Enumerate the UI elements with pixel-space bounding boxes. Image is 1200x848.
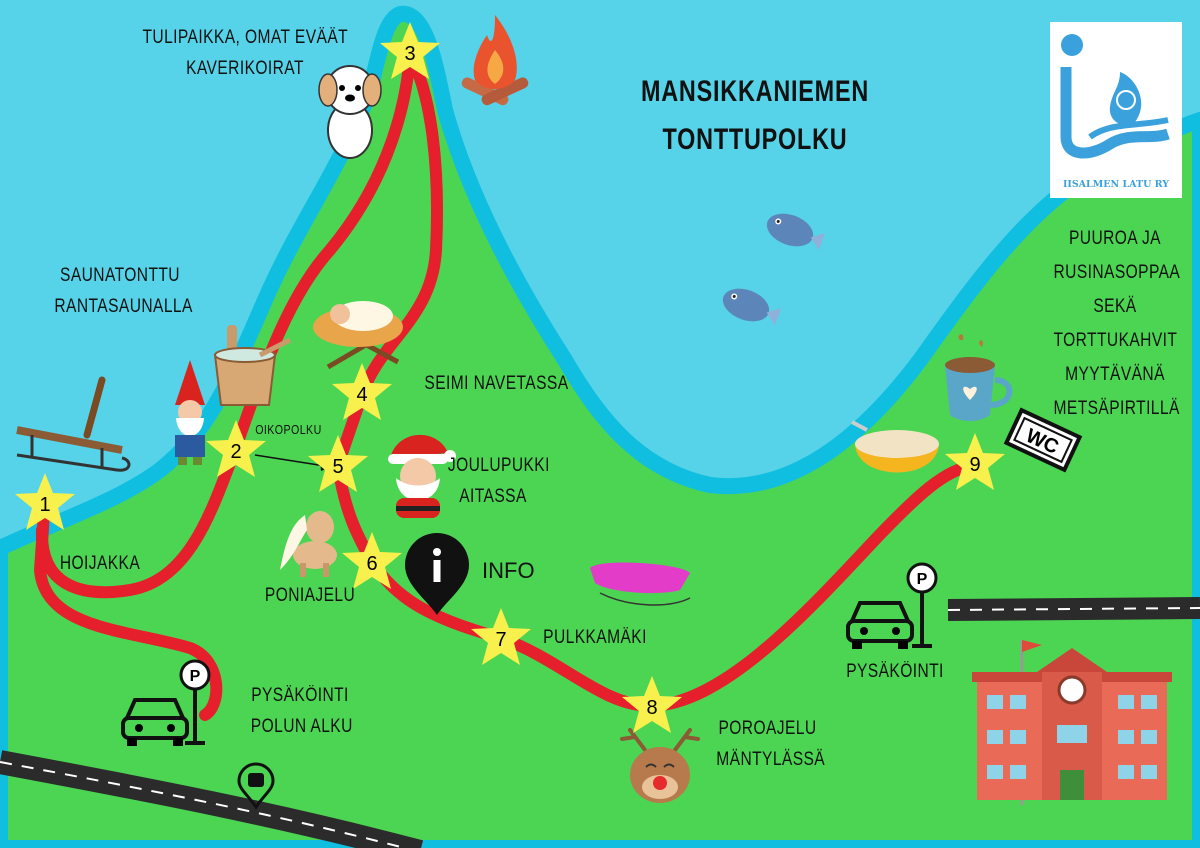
sauna-bucket-icon: [213, 325, 292, 406]
label-line: PYSÄKÖINTI: [251, 685, 349, 706]
label-line: KAVERIKOIRAT: [186, 58, 304, 79]
label-poniajelu: PONIAJELU: [264, 585, 356, 606]
label-metsapirtti: PUUROA JA RUSINASOPPAA SEKÄ TORTTUKAHVIT…: [1053, 222, 1181, 426]
parking-sign-icon: [906, 562, 938, 648]
label-saunatonttu: SAUNATONTTU RANTASAUNALLA: [54, 260, 193, 322]
stop-number: 7: [495, 629, 506, 651]
manger-icon: [313, 301, 403, 370]
label-seimi: SEIMI NAVETASSA: [424, 373, 569, 394]
label-hoijakka: HOIJAKKA: [59, 553, 141, 574]
label-line: TORTTUKAHVIT: [1053, 330, 1178, 351]
label-line: MÄNTYLÄSSÄ: [716, 749, 826, 770]
label-line: POLUN ALKU: [250, 716, 353, 737]
sledge-pulkka-icon: [590, 562, 691, 606]
label-info: INFO: [482, 558, 535, 583]
stop-star-7[interactable]: 7: [471, 608, 531, 665]
dog-icon: [318, 65, 382, 159]
stop-number: 6: [366, 553, 377, 575]
label-line: RUSINASOPPAA: [1053, 262, 1181, 283]
stop-star-2[interactable]: 2: [206, 420, 266, 477]
label-tulipaikka: TULIPAIKKA, OMAT EVÄÄT KAVERIKOIRAT: [143, 22, 348, 84]
label-poroajelu: POROAJELU MÄNTYLÄSSÄ: [716, 713, 826, 775]
stop-number: 8: [646, 697, 657, 719]
road-bottom-left: [0, 750, 424, 848]
stop-star-5[interactable]: 5: [308, 435, 368, 492]
map-title: MANSIKKANIEMEN TONTTUPOLKU: [634, 68, 876, 164]
label-line: MYYTÄVÄNÄ: [1065, 364, 1165, 385]
label-line: METSÄPIRTILLÄ: [1053, 398, 1180, 419]
title-line-2: TONTTUPOLKU: [662, 123, 848, 156]
road-right: [947, 597, 1200, 621]
stop-star-8[interactable]: 8: [622, 676, 682, 733]
iisalmen-latu-logo: IISALMEN LATU RY: [1050, 22, 1182, 198]
label-line: TULIPAIKKA, OMAT EVÄÄT: [142, 27, 349, 48]
label-line: POROAJELU: [718, 718, 817, 739]
stop-star-3[interactable]: 3: [380, 22, 440, 79]
label-line: SEKÄ: [1093, 296, 1137, 317]
pony-icon: [280, 511, 337, 577]
stop-star-4[interactable]: 4: [332, 363, 392, 420]
stop-number: 1: [39, 494, 50, 516]
stop-star-6[interactable]: 6: [342, 532, 402, 589]
stop-star-9[interactable]: 9: [945, 433, 1005, 490]
parking-sign-letter: P: [190, 668, 201, 685]
car-icon: [846, 601, 914, 649]
label-line: RANTASAUNALLA: [54, 296, 193, 317]
label-line: PUUROA JA: [1068, 228, 1161, 249]
stop-number: 9: [969, 454, 980, 476]
label-parking-start: PYSÄKÖINTI POLUN ALKU: [250, 680, 353, 742]
stop-number: 5: [332, 456, 343, 478]
gnome-icon: [175, 360, 205, 465]
label-line: AITASSA: [459, 486, 527, 507]
coffee-cup-icon: [945, 334, 1013, 421]
car-icon: [121, 698, 189, 746]
logo-text: IISALMEN LATU RY: [1062, 179, 1170, 190]
label-pulkkamaki: PULKKAMÄKI: [543, 627, 647, 648]
campfire-icon: [461, 15, 529, 106]
logo-emblem-icon: [1060, 34, 1170, 159]
title-line-1: MANSIKKANIEMEN: [640, 75, 870, 108]
santa-icon: [388, 434, 456, 518]
label-parking-right: PYSÄKÖINTI: [846, 661, 944, 682]
label-oikopolku: OIKOPOLKU: [255, 422, 322, 437]
label-joulupukki: JOULUPUKKI AITASSA: [447, 450, 550, 512]
stop-number: 4: [356, 384, 367, 406]
sled-icon: [16, 376, 131, 472]
info-pin-icon[interactable]: [405, 533, 469, 615]
school-building-icon: [972, 640, 1172, 805]
wc-sign-icon: [1003, 407, 1083, 473]
fish-icon: [766, 213, 826, 251]
bus-stop-icon: [237, 762, 275, 810]
parking-sign-icon: [179, 659, 211, 745]
reindeer-icon: [620, 728, 700, 803]
label-line: SAUNATONTTU: [60, 265, 180, 286]
stop-number: 2: [230, 441, 241, 463]
stop-number: 3: [404, 43, 415, 65]
parking-sign-letter: P: [917, 571, 928, 588]
fish-icon: [722, 288, 782, 326]
stop-star-1[interactable]: 1: [15, 473, 75, 530]
porridge-bowl-icon: [851, 420, 939, 473]
label-line: JOULUPUKKI: [447, 455, 550, 476]
